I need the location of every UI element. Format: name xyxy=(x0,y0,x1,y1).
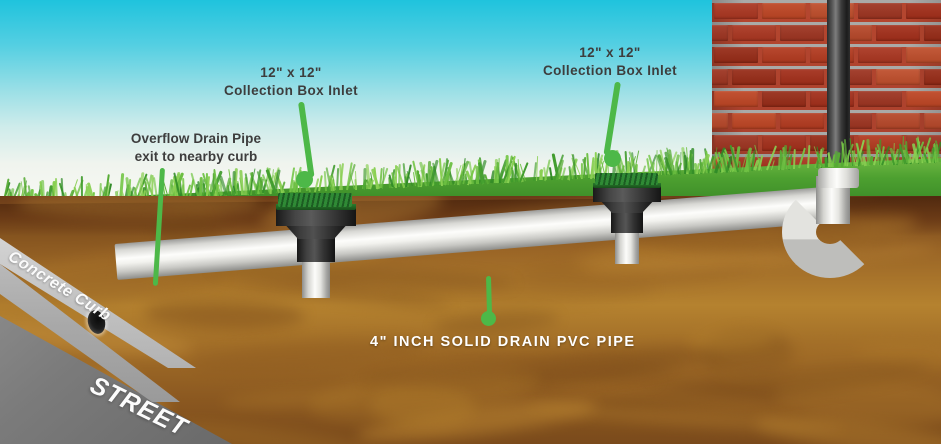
grass-blade xyxy=(786,159,790,170)
collection-box-2-grate-rim xyxy=(593,183,661,188)
brick xyxy=(714,3,758,19)
brick xyxy=(876,113,920,129)
brick xyxy=(732,25,776,41)
brick xyxy=(906,91,941,107)
grass-blade xyxy=(689,149,692,174)
brick xyxy=(858,3,902,19)
leader-dot-collection-box-2 xyxy=(604,150,621,167)
brick xyxy=(780,113,824,129)
callout-collection-box-1-line2: Collection Box Inlet xyxy=(223,82,358,98)
brick xyxy=(906,3,941,19)
brick xyxy=(924,25,941,41)
downspout-pipe xyxy=(827,0,850,182)
brick xyxy=(858,47,902,63)
collection-box-2-body xyxy=(593,186,661,202)
collection-box-1-grate-rim xyxy=(276,204,356,210)
grass-blade xyxy=(354,178,358,190)
soil-streak xyxy=(143,297,306,331)
leader-dot-pvc-pipe xyxy=(481,311,496,326)
grass-blade xyxy=(539,170,544,181)
collection-box-1-grate xyxy=(278,193,352,207)
callout-collection-box-2: 12" x 12" Collection Box Inlet xyxy=(515,44,705,80)
callout-collection-box-1-line1: 12" x 12" xyxy=(260,65,322,80)
brick xyxy=(762,91,806,107)
callout-collection-box-2-line2: Collection Box Inlet xyxy=(542,62,677,78)
brick xyxy=(732,113,776,129)
brick xyxy=(762,47,806,63)
brick xyxy=(762,135,806,151)
pvc-pipe-label: 4" INCH SOLID DRAIN PVC PIPE xyxy=(370,334,636,350)
brick xyxy=(762,3,806,19)
brick xyxy=(876,69,920,85)
collection-box-1-body xyxy=(276,208,356,226)
callout-overflow-drain-line2: exit to nearby curb xyxy=(134,148,258,164)
grass-blade xyxy=(824,157,828,168)
brick xyxy=(714,135,758,151)
brick xyxy=(780,25,824,41)
brick xyxy=(780,69,824,85)
brick xyxy=(924,113,941,129)
brick xyxy=(858,91,902,107)
leader-dot-collection-box-1 xyxy=(296,171,313,188)
collection-box-2-grate xyxy=(595,173,658,185)
callout-collection-box-2-line1: 12" x 12" xyxy=(579,45,641,60)
downspout-adapter xyxy=(818,168,859,188)
grass-blade xyxy=(181,178,185,198)
brick xyxy=(712,113,728,129)
brick xyxy=(712,69,728,85)
brick xyxy=(924,69,941,85)
callout-overflow-drain: Overflow Drain Pipe exit to nearby curb xyxy=(86,130,306,166)
grass-blade xyxy=(904,141,908,164)
grass-blade xyxy=(737,161,741,172)
brick xyxy=(876,25,920,41)
brick xyxy=(732,69,776,85)
callout-collection-box-1: 12" x 12" Collection Box Inlet xyxy=(196,64,386,100)
brick xyxy=(712,25,728,41)
brick xyxy=(714,91,758,107)
grass-blade xyxy=(886,153,890,165)
soil-streak xyxy=(432,307,559,338)
callout-overflow-drain-line1: Overflow Drain Pipe xyxy=(130,131,262,146)
brick xyxy=(906,47,941,63)
brick xyxy=(714,47,758,63)
collection-box-2-neck xyxy=(611,209,643,233)
